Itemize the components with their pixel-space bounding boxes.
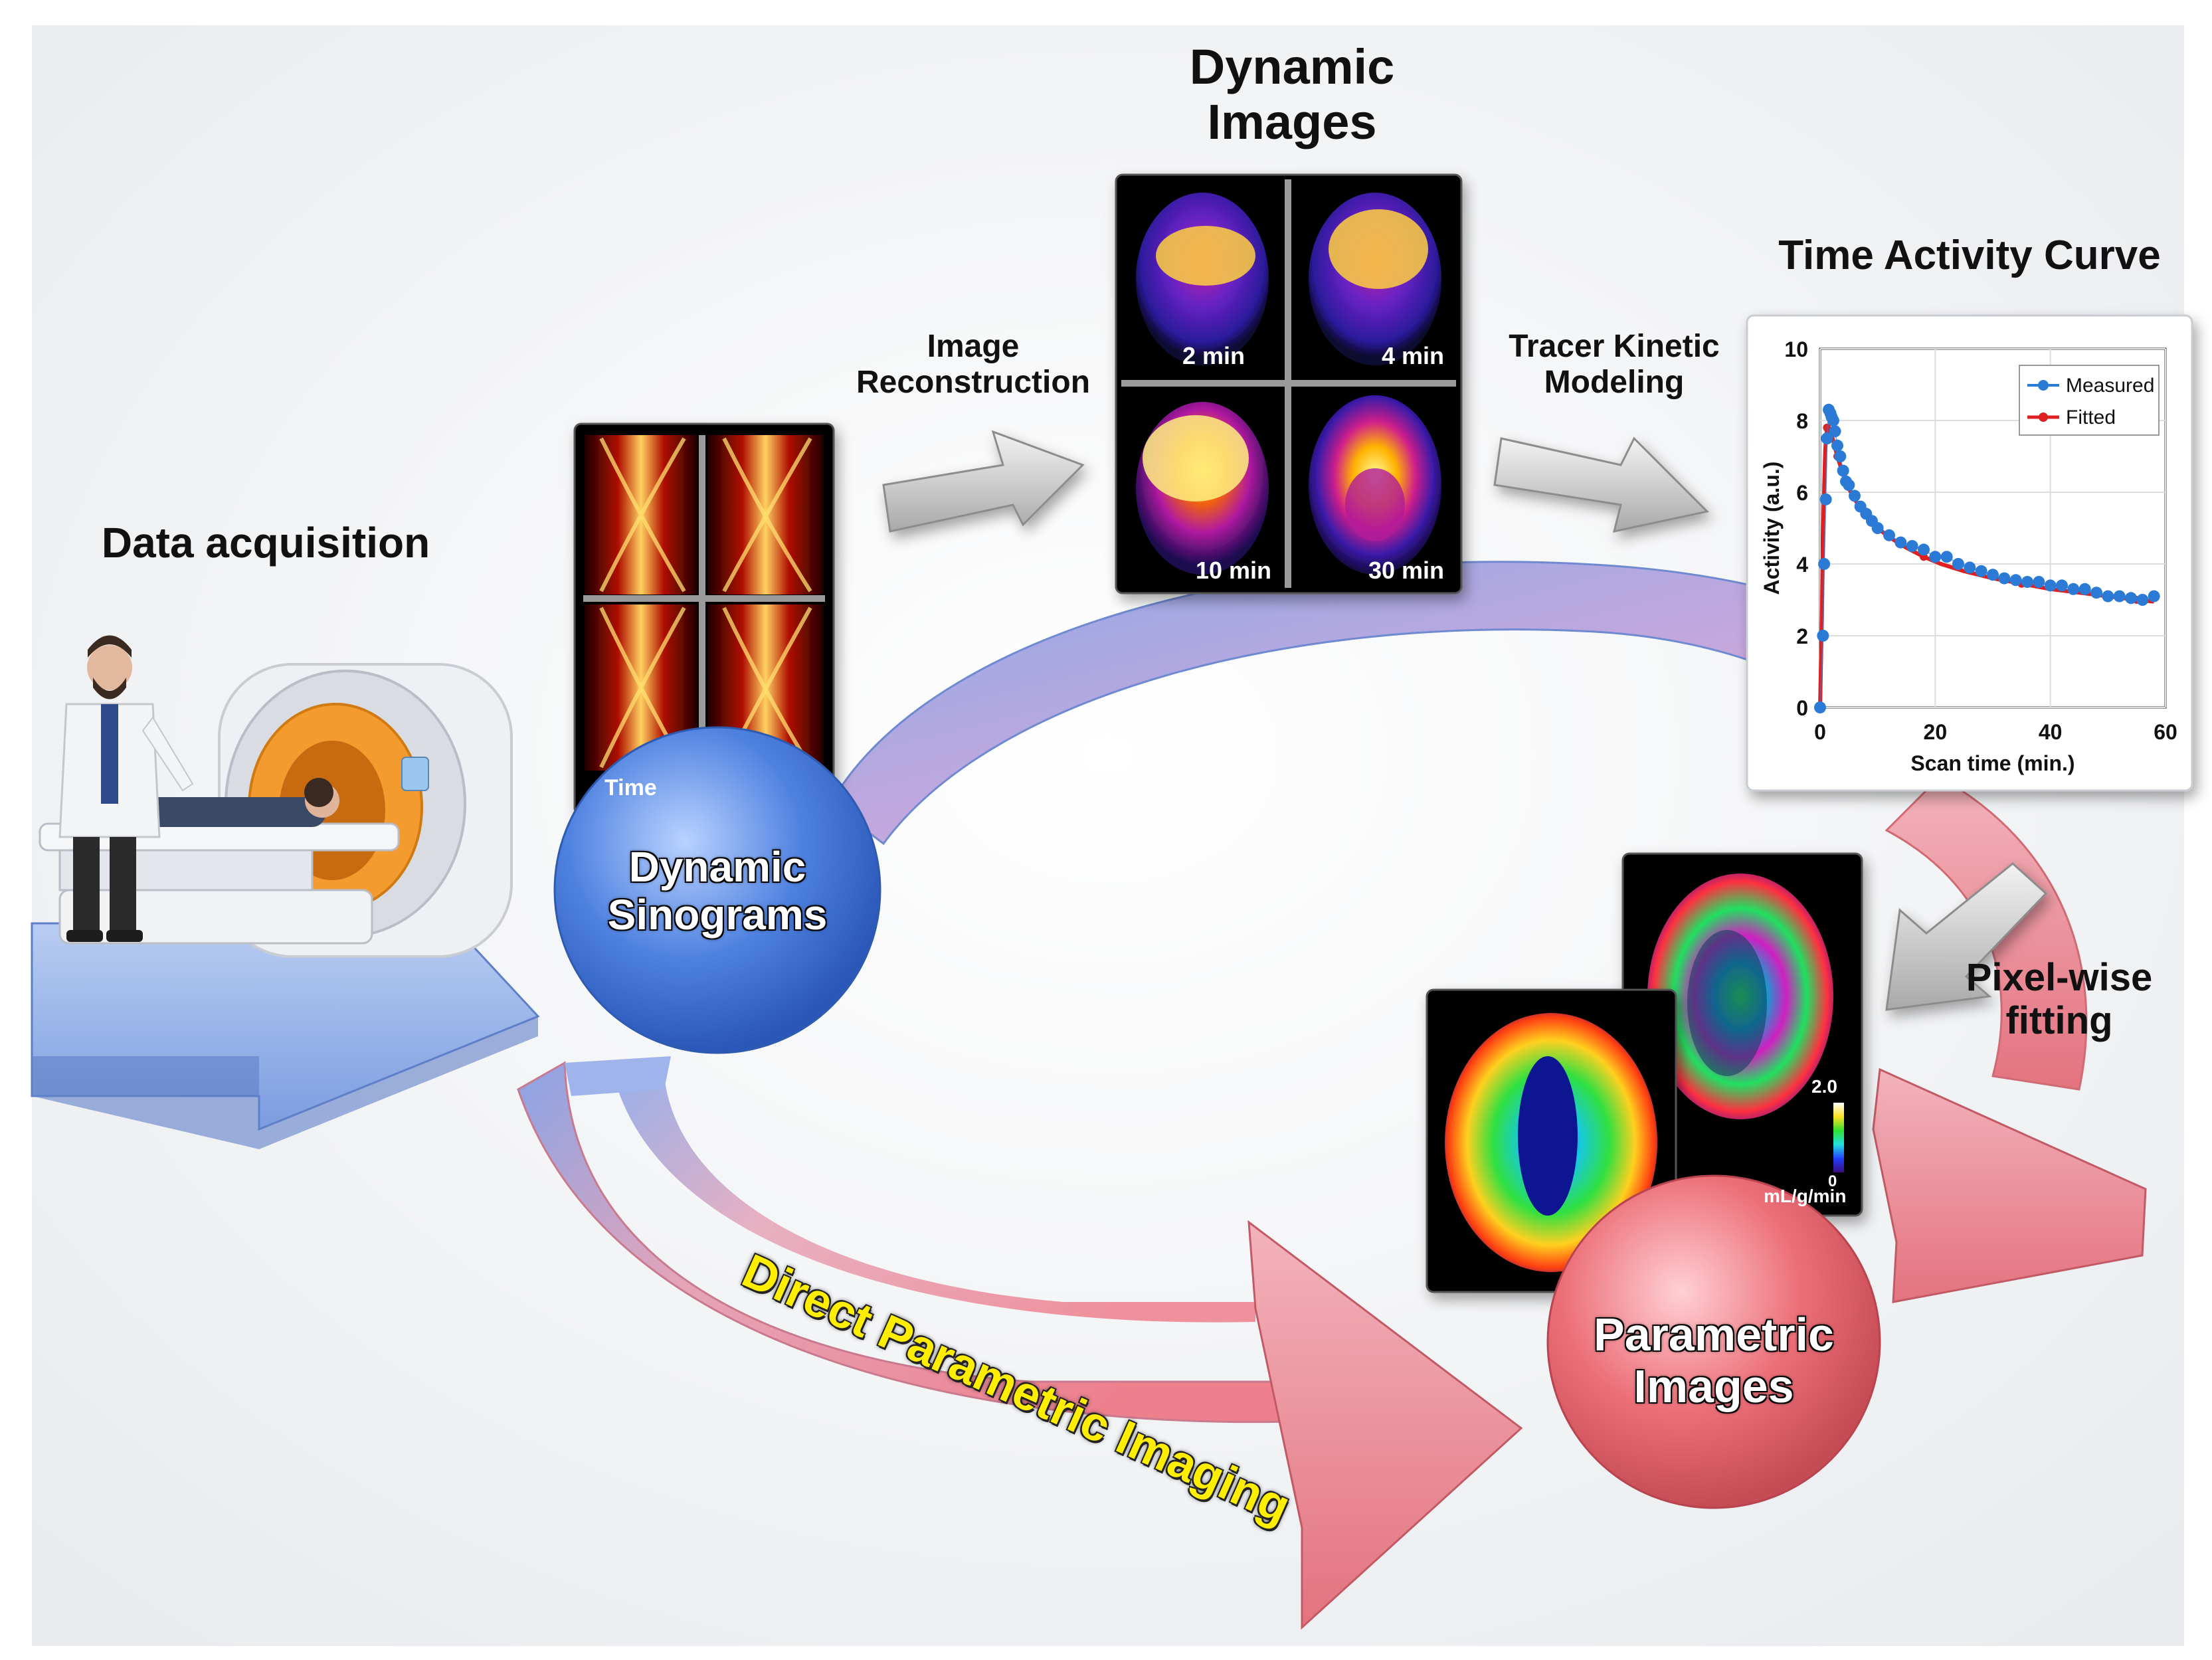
tac-measured-point [2148, 590, 2160, 602]
tac-measured-point [1817, 630, 1829, 642]
tac-measured-point [1964, 561, 1976, 574]
tac-legend-measured-marker [2038, 380, 2049, 391]
tac-ytick-label: 6 [1796, 481, 1808, 505]
frame-label-4: 30 min [1368, 557, 1445, 584]
tac-measured-point [1940, 551, 1953, 563]
tac-legend-fitted-label: Fitted [2066, 407, 2116, 428]
tac-measured-point [1834, 450, 1847, 462]
image-reconstruction-label: Image Reconstruction [856, 329, 1091, 400]
pixelwise-fitting-arrow [1885, 862, 2048, 1011]
sinogram-panel [573, 422, 835, 816]
dynamic-images-title: Dynamic Images [1189, 39, 1395, 149]
tac-measured-point [1918, 543, 1930, 556]
tac-measured-point [1987, 569, 1999, 581]
parametric-sphere [1546, 1174, 1881, 1509]
dynamic-sinograms-label: Dynamic Sinograms [607, 843, 828, 939]
tac-measured-point [2090, 587, 2102, 599]
colorbar-min-label: 0 [1828, 1172, 1837, 1190]
tac-measured-point [2056, 579, 2068, 592]
sinograms-sphere [553, 726, 881, 1054]
tac-measured-point [1818, 558, 1831, 570]
tac-legend-measured-label: Measured [2066, 375, 2154, 397]
parametric-images-label: Parametric Images [1594, 1309, 1834, 1413]
colorbar-unit-label: mL/g/min [1764, 1186, 1847, 1206]
tac-ytick-label: 8 [1796, 409, 1808, 433]
tac-measured-point [2044, 579, 2057, 592]
tac-measured-point [2136, 594, 2149, 606]
tac-measured-point [1952, 558, 1964, 570]
tac-xtick-label: 60 [2154, 720, 2177, 744]
sinogram-time-label: Time [604, 775, 657, 800]
colorbar [1833, 1103, 1844, 1172]
tac-measured-point [2113, 590, 2126, 602]
tac-measured-point [2033, 576, 2045, 588]
tac-measured-point [1821, 432, 1833, 444]
tac-measured-point [1819, 493, 1832, 506]
tac-xtick-label: 40 [2039, 720, 2063, 744]
tac-measured-point [2021, 576, 2033, 588]
tac-measured-point [2067, 583, 2080, 595]
tac-measured-point [1849, 490, 1861, 502]
pixel-wise-fitting-label: Pixel-wise fitting [1966, 956, 2153, 1042]
tac-ytick-label: 4 [1796, 553, 1808, 577]
tac-measured-point [2009, 574, 2022, 587]
lower-arc [517, 1061, 1297, 1424]
pet-scanner [39, 663, 513, 958]
tac-measured-point [1843, 479, 1855, 492]
time-activity-curve-title: Time Activity Curve [1778, 232, 2161, 278]
colorbar-max-label: 2.0 [1811, 1076, 1837, 1097]
reconstruction-arrow [882, 430, 1085, 533]
tac-measured-point [1929, 551, 1942, 563]
tac-ylabel: Activity (a.u.) [1760, 462, 1784, 595]
lower-arc-tail [565, 1056, 671, 1096]
tac-legend-box [2019, 365, 2160, 436]
frame-label-2: 4 min [1382, 342, 1445, 369]
tac-xtick-label: 20 [1924, 720, 1948, 744]
frame-label-3: 10 min [1196, 557, 1272, 584]
tac-measured-point [1906, 540, 1918, 552]
tac-measured-point [1831, 439, 1843, 452]
tracer-kinetic-modeling-label: Tracer Kinetic Modeling [1509, 329, 1720, 400]
right-arc-arrowhead [1872, 1067, 2147, 1303]
dynamic-images-panel [1115, 173, 1463, 595]
tac-measured-point [1837, 464, 1849, 477]
tac-measured-point [1894, 536, 1907, 549]
tac-measured-point [2102, 590, 2114, 602]
tac-measured-point [1975, 565, 1987, 577]
platform-arrow-side [32, 1016, 538, 1149]
tac-ytick-label: 0 [1796, 696, 1808, 720]
tac-measured-point [1829, 425, 1841, 438]
tac-legend-fitted-marker [2039, 413, 2048, 422]
parametric-image-back [1621, 852, 1863, 1217]
tac-measured-point [1883, 529, 1895, 541]
doctor-figure [58, 635, 194, 942]
kinetic-modeling-arrow [1493, 436, 1710, 533]
tac-ytick-label: 10 [1784, 337, 1808, 361]
frame-label-1: 2 min [1182, 342, 1245, 369]
lower-arc-arrowhead [1247, 1220, 1523, 1630]
data-acquisition-label: Data acquisition [101, 519, 430, 567]
tac-measured-point [1998, 572, 2011, 585]
tac-measured-point [2125, 592, 2137, 604]
tac-ytick-label: 2 [1796, 624, 1808, 648]
tac-xtick-label: 0 [1814, 720, 1826, 744]
tac-measured-point [1814, 701, 1826, 713]
tac-measured-point [1871, 522, 1884, 534]
tac-xlabel: Scan time (min.) [1910, 751, 2074, 775]
tac-measured-point [2078, 583, 2091, 595]
tac-measured-point [1827, 415, 1839, 426]
